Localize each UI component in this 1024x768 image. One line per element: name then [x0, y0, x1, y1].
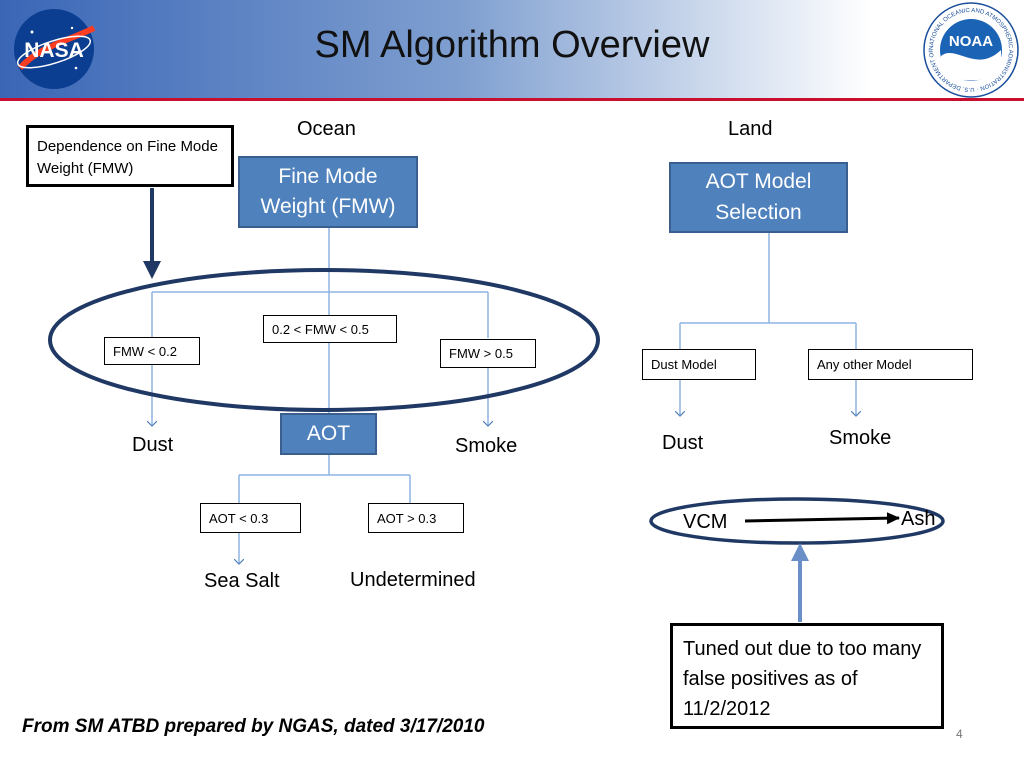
- fmw-branch-mid: 0.2 < FMW < 0.5: [263, 315, 397, 343]
- tuned-out-note: Tuned out due to too many false positive…: [670, 623, 944, 729]
- fmw-callout-box: Dependence on Fine Mode Weight (FMW): [26, 125, 234, 187]
- noaa-logo-text: NOAA: [949, 33, 993, 50]
- aot-branch-low: AOT < 0.3: [200, 503, 301, 533]
- fmw-branch-high: FMW > 0.5: [440, 339, 536, 368]
- result-undetermined: Undetermined: [350, 569, 476, 591]
- nasa-logo-text: NASA: [24, 39, 84, 62]
- fmw-box: Fine Mode Weight (FMW): [238, 156, 418, 228]
- result-sea-salt: Sea Salt: [204, 570, 280, 592]
- land-result-dust: Dust: [662, 432, 704, 454]
- vcm-label: VCM: [683, 511, 728, 533]
- aot-box: AOT: [280, 413, 377, 455]
- ocean-result-dust: Dust: [132, 434, 174, 456]
- ash-label: Ash: [901, 508, 936, 530]
- source-footer: From SM ATBD prepared by NGAS, dated 3/1…: [22, 716, 485, 737]
- aot-branch-high: AOT > 0.3: [368, 503, 464, 533]
- header-divider: [0, 98, 1024, 101]
- page-number: 4: [956, 727, 963, 741]
- dust-model-box: Dust Model: [642, 349, 756, 380]
- noaa-logo: NATIONAL OCEANIC AND ATMOSPHERIC ADMINIS…: [921, 0, 1019, 98]
- aot-model-selection-box: AOT Model Selection: [669, 162, 848, 233]
- fmw-branch-low: FMW < 0.2: [104, 337, 200, 365]
- ocean-heading: Ocean: [297, 118, 356, 140]
- land-result-smoke: Smoke: [829, 427, 892, 449]
- fmw-branch-ellipse: [48, 268, 600, 412]
- other-model-box: Any other Model: [808, 349, 973, 380]
- nasa-logo: NASA: [14, 9, 96, 89]
- vcm-to-ash-arrow: [744, 512, 900, 525]
- header-banner: [0, 0, 1024, 98]
- slide-title: SM Algorithm Overview: [314, 24, 710, 66]
- ocean-result-smoke: Smoke: [455, 435, 518, 457]
- land-heading: Land: [728, 118, 773, 140]
